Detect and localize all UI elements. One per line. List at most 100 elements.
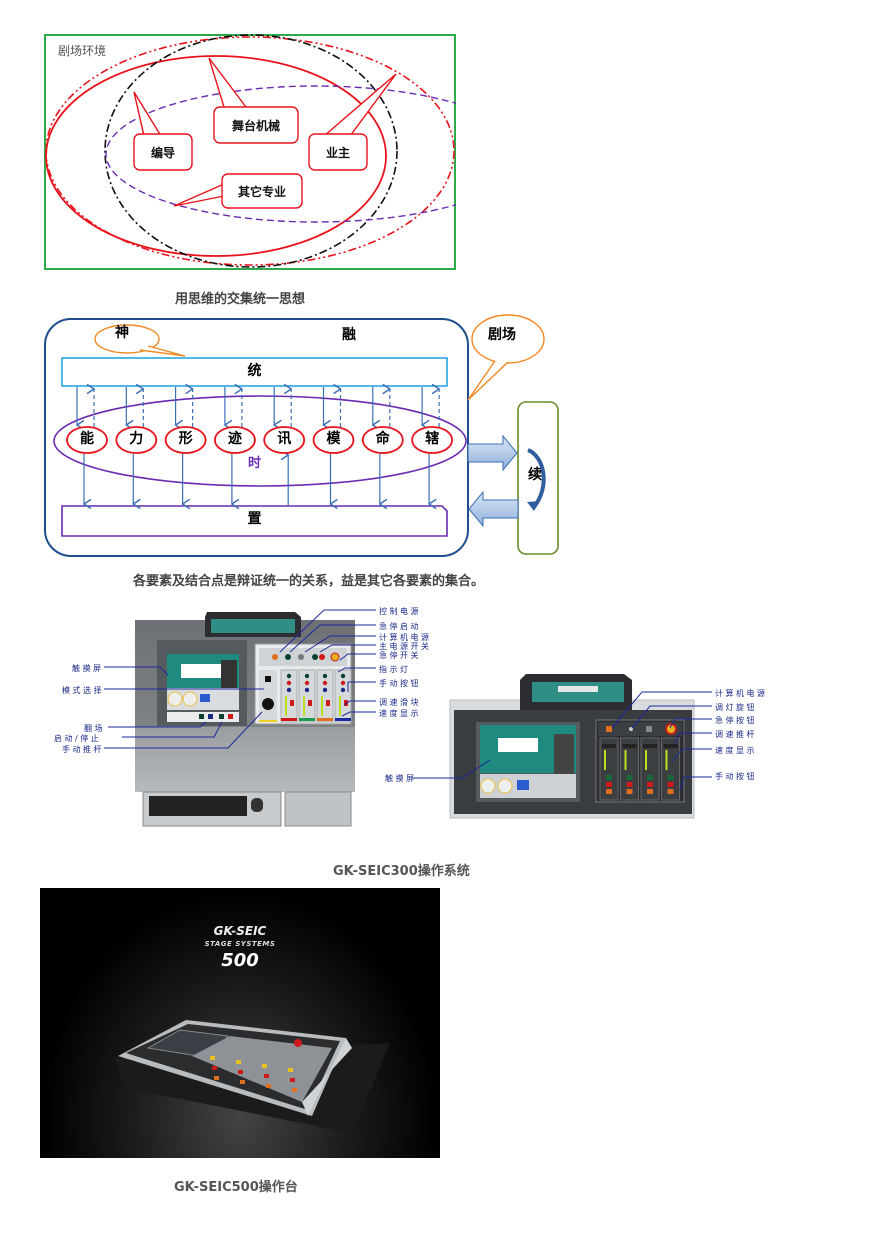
bubble-theater bbox=[471, 314, 545, 364]
manual-btn-green bbox=[304, 673, 310, 679]
label-pc-power: 计算机电源 bbox=[379, 633, 432, 642]
manual-btn-blue bbox=[322, 687, 328, 693]
side-drawer bbox=[284, 791, 352, 827]
fader-stripe bbox=[281, 718, 297, 721]
label-time: 时 bbox=[248, 456, 262, 471]
mouse bbox=[251, 798, 263, 812]
element-label: 辖 bbox=[425, 431, 440, 447]
speed-lever bbox=[643, 744, 657, 748]
ctrl-power-btn bbox=[272, 654, 278, 660]
speed-display-bar bbox=[285, 696, 287, 716]
label-scene-change: 翻场 bbox=[84, 724, 105, 733]
speed-lever bbox=[622, 744, 637, 748]
element-circle bbox=[164, 426, 207, 454]
bubble-shen-tail bbox=[139, 345, 186, 357]
display-box bbox=[200, 694, 210, 702]
console-button bbox=[212, 1066, 217, 1070]
bottom-bar-label: 置 bbox=[247, 511, 262, 527]
manual-btn-green bbox=[626, 775, 633, 780]
manual-btn-green bbox=[286, 673, 292, 679]
pc-power-btn bbox=[298, 654, 304, 660]
pointer-director bbox=[133, 91, 162, 137]
display-box bbox=[517, 780, 529, 790]
manual-btn-orange bbox=[647, 789, 653, 794]
solid-red-ellipse bbox=[45, 55, 387, 257]
console-button bbox=[240, 1080, 245, 1084]
btn-red bbox=[228, 714, 233, 719]
console-right-svg bbox=[449, 674, 695, 819]
element-label: 命 bbox=[375, 431, 390, 447]
label-speed-slider: 调速滑块 bbox=[379, 698, 421, 707]
label-touchscreen-right: 触摸屏 bbox=[385, 774, 417, 783]
manual-btn-green bbox=[647, 775, 653, 780]
speed-slider bbox=[326, 700, 330, 706]
console-300-right bbox=[448, 672, 696, 824]
element-circle bbox=[115, 426, 158, 454]
manual-joystick bbox=[262, 698, 274, 710]
venn-diagram-svg bbox=[44, 34, 527, 270]
brand-label: GK-SEIC bbox=[213, 924, 267, 938]
element-circle bbox=[312, 426, 355, 454]
label-speed-lever: 调速推杆 bbox=[715, 730, 757, 739]
manual-btn-red bbox=[606, 782, 612, 787]
console-control-panel bbox=[192, 1036, 332, 1102]
figure1-caption: 用思维的交集统一思想 bbox=[175, 292, 306, 307]
gauge-1 bbox=[480, 778, 496, 794]
label-theater: 剧场 bbox=[488, 327, 516, 343]
speed-slider bbox=[290, 700, 294, 706]
callout-director: 编导 bbox=[150, 146, 175, 160]
console-500-photo: GK-SEIC STAGE SYSTEMS 500 bbox=[40, 888, 440, 1158]
element-circle bbox=[411, 426, 454, 454]
top-bar bbox=[61, 357, 448, 387]
callout-box-owner bbox=[308, 133, 368, 171]
console-button bbox=[214, 1076, 219, 1080]
manual-btn-blue bbox=[286, 687, 292, 693]
manual-btn-red bbox=[667, 782, 674, 787]
bubble-shen bbox=[94, 324, 160, 354]
label-manual-button: 手动按钮 bbox=[379, 679, 421, 688]
screen-panel bbox=[221, 660, 237, 688]
figure-element-diagram: 神 融 剧场 统 置 时 续 能力形迹讯模命辖 bbox=[40, 312, 570, 562]
console-left-svg bbox=[135, 612, 355, 827]
element-circle bbox=[213, 426, 256, 454]
callout-stage-machinery: 舞台机械 bbox=[231, 119, 280, 133]
curved-arrow-head bbox=[527, 501, 540, 511]
label-start-stop: 启动/停止 bbox=[54, 734, 102, 743]
element-label: 形 bbox=[178, 431, 193, 447]
speed-lever bbox=[663, 744, 678, 748]
label-touchscreen-left: 触摸屏 bbox=[72, 664, 104, 673]
element-circle bbox=[66, 426, 108, 454]
manual-btn-red bbox=[322, 680, 328, 686]
arrow-left-big bbox=[468, 490, 519, 528]
label-speed-display-right: 速度显示 bbox=[715, 746, 757, 755]
callout-owner: 业主 bbox=[325, 146, 350, 160]
label-indicator: 指示灯 bbox=[379, 665, 411, 674]
leader-lines-right bbox=[412, 691, 712, 791]
estop-button bbox=[294, 1039, 302, 1047]
black-dashdot-ellipse bbox=[104, 34, 398, 268]
manual-btn-green bbox=[340, 673, 346, 679]
speed-slider bbox=[344, 700, 348, 706]
manual-btn-red bbox=[304, 680, 310, 686]
speed-display-bar bbox=[665, 750, 668, 770]
label-light-knob: 调灯旋钮 bbox=[715, 703, 757, 712]
arrows-group bbox=[77, 387, 439, 505]
screen-window bbox=[181, 664, 221, 678]
callout-box-other bbox=[221, 173, 303, 209]
main-power-btn bbox=[312, 654, 318, 660]
console-button bbox=[264, 1074, 269, 1078]
element-label: 能 bbox=[80, 431, 94, 447]
console-300-left bbox=[135, 612, 355, 834]
right-fader-group bbox=[599, 737, 680, 801]
speed-display-bar bbox=[604, 750, 606, 770]
manual-btn-red bbox=[286, 680, 292, 686]
manual-btn-green bbox=[606, 775, 612, 780]
speed-display-bar bbox=[303, 696, 305, 716]
pointer-owner bbox=[323, 73, 397, 137]
fader-stripe bbox=[317, 718, 333, 721]
estop-start-btn bbox=[285, 654, 291, 660]
element-label: 力 bbox=[129, 431, 144, 447]
element-label: 迹 bbox=[227, 431, 242, 447]
callout-other-specialties: 其它专业 bbox=[237, 185, 286, 199]
manual-btn-green bbox=[322, 673, 328, 679]
